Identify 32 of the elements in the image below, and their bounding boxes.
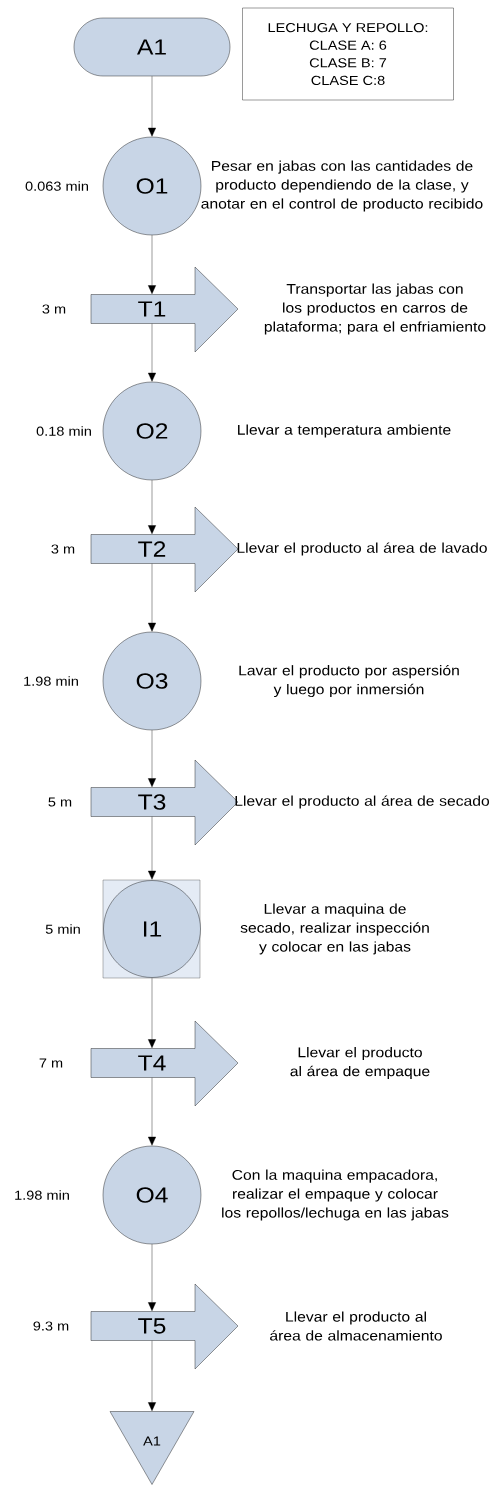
step-description: Pesar en jabas con las cantidades de producto dependiendo de la clase, y anotar en el control de producto recibido xyxy=(201,160,483,212)
step-description: Llevar el producto al área de lavado xyxy=(237,542,487,556)
arrow xyxy=(148,730,156,788)
time-label: 1.98 min xyxy=(24,676,78,686)
step-description: Con la maquina empacadora, realizar el empaque y colocar los repollos/lechuga en las jabas xyxy=(222,1169,449,1221)
arrow xyxy=(148,1340,156,1411)
time-label: 1.98 min xyxy=(15,1190,69,1200)
arrow xyxy=(148,235,156,294)
arrow xyxy=(148,480,156,534)
time-label: 5 min xyxy=(45,924,80,934)
step-description: Llevar a temperatura ambiente xyxy=(238,424,451,438)
time-label: 9.3 m xyxy=(33,1321,69,1331)
arrow xyxy=(148,563,156,632)
note-box: LECHUGA Y REPOLLO: CLASE A: 6 CLASE B: 7 CLASE C:8 xyxy=(242,7,454,101)
time-label: 7 m xyxy=(39,1058,63,1068)
step-description: Llevar el producto al área de almacenamiento xyxy=(270,1311,442,1341)
arrow xyxy=(148,978,156,1048)
arrow xyxy=(148,816,156,880)
step-description: Lavar el producto por aspersión y luego por inmersión xyxy=(239,664,459,698)
step-description: Transportar las jabas con los productos en carros de plataforma; para el enfriamiento xyxy=(264,283,486,335)
time-label: 3 m xyxy=(42,304,66,314)
step-description: Llevar a maquina de secado, realizar inspección y colocar en las jabas xyxy=(240,903,429,955)
arrow xyxy=(148,323,156,382)
arrow xyxy=(148,1244,156,1311)
step-description: Llevar el producto al área de empaque xyxy=(290,1047,430,1079)
arrow xyxy=(148,1077,156,1146)
time-label: 0.18 min xyxy=(36,426,91,436)
arrow xyxy=(148,76,156,137)
time-label: 0.063 min xyxy=(25,181,88,191)
time-label: 3 m xyxy=(51,544,75,554)
storage-triangle: A1 xyxy=(109,1411,195,1485)
time-label: 5 m xyxy=(48,797,72,807)
